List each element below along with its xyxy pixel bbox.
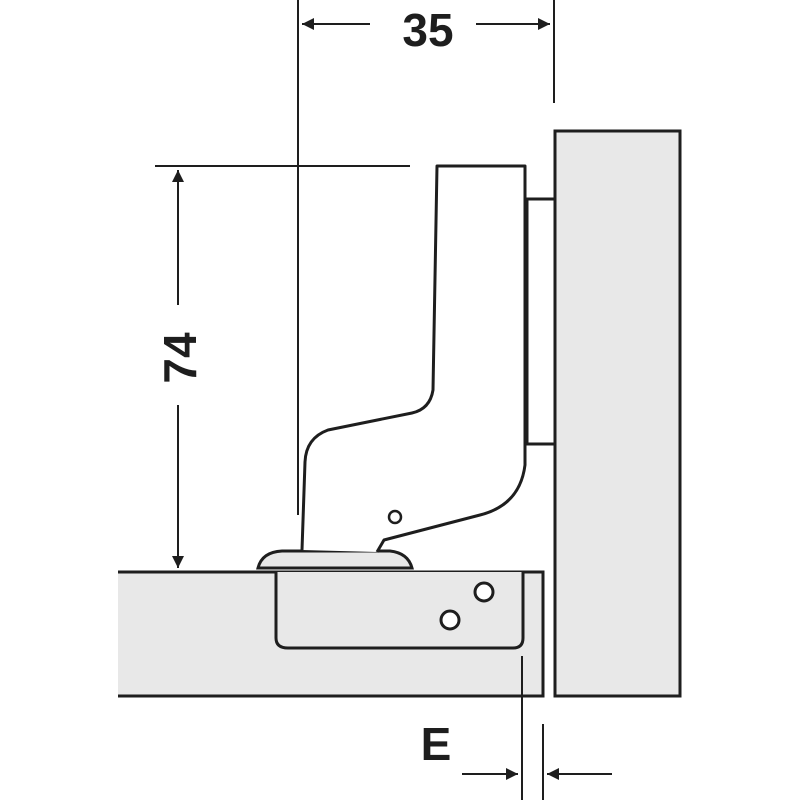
- width-dimension-label: 35: [402, 4, 453, 56]
- adjustment-screw-icon: [387, 509, 403, 525]
- screw-hole-icon: [473, 581, 495, 603]
- cabinet-side-panel: [553, 129, 682, 698]
- height-dimension-label: 74: [154, 332, 206, 384]
- screw-hole-icon: [439, 609, 461, 631]
- hinge-arm: [300, 164, 527, 553]
- overlay-dimension-label: E: [421, 718, 452, 770]
- mounting-plate: [525, 197, 557, 446]
- hinge-cup: [274, 572, 525, 650]
- cup-flange: [256, 549, 414, 570]
